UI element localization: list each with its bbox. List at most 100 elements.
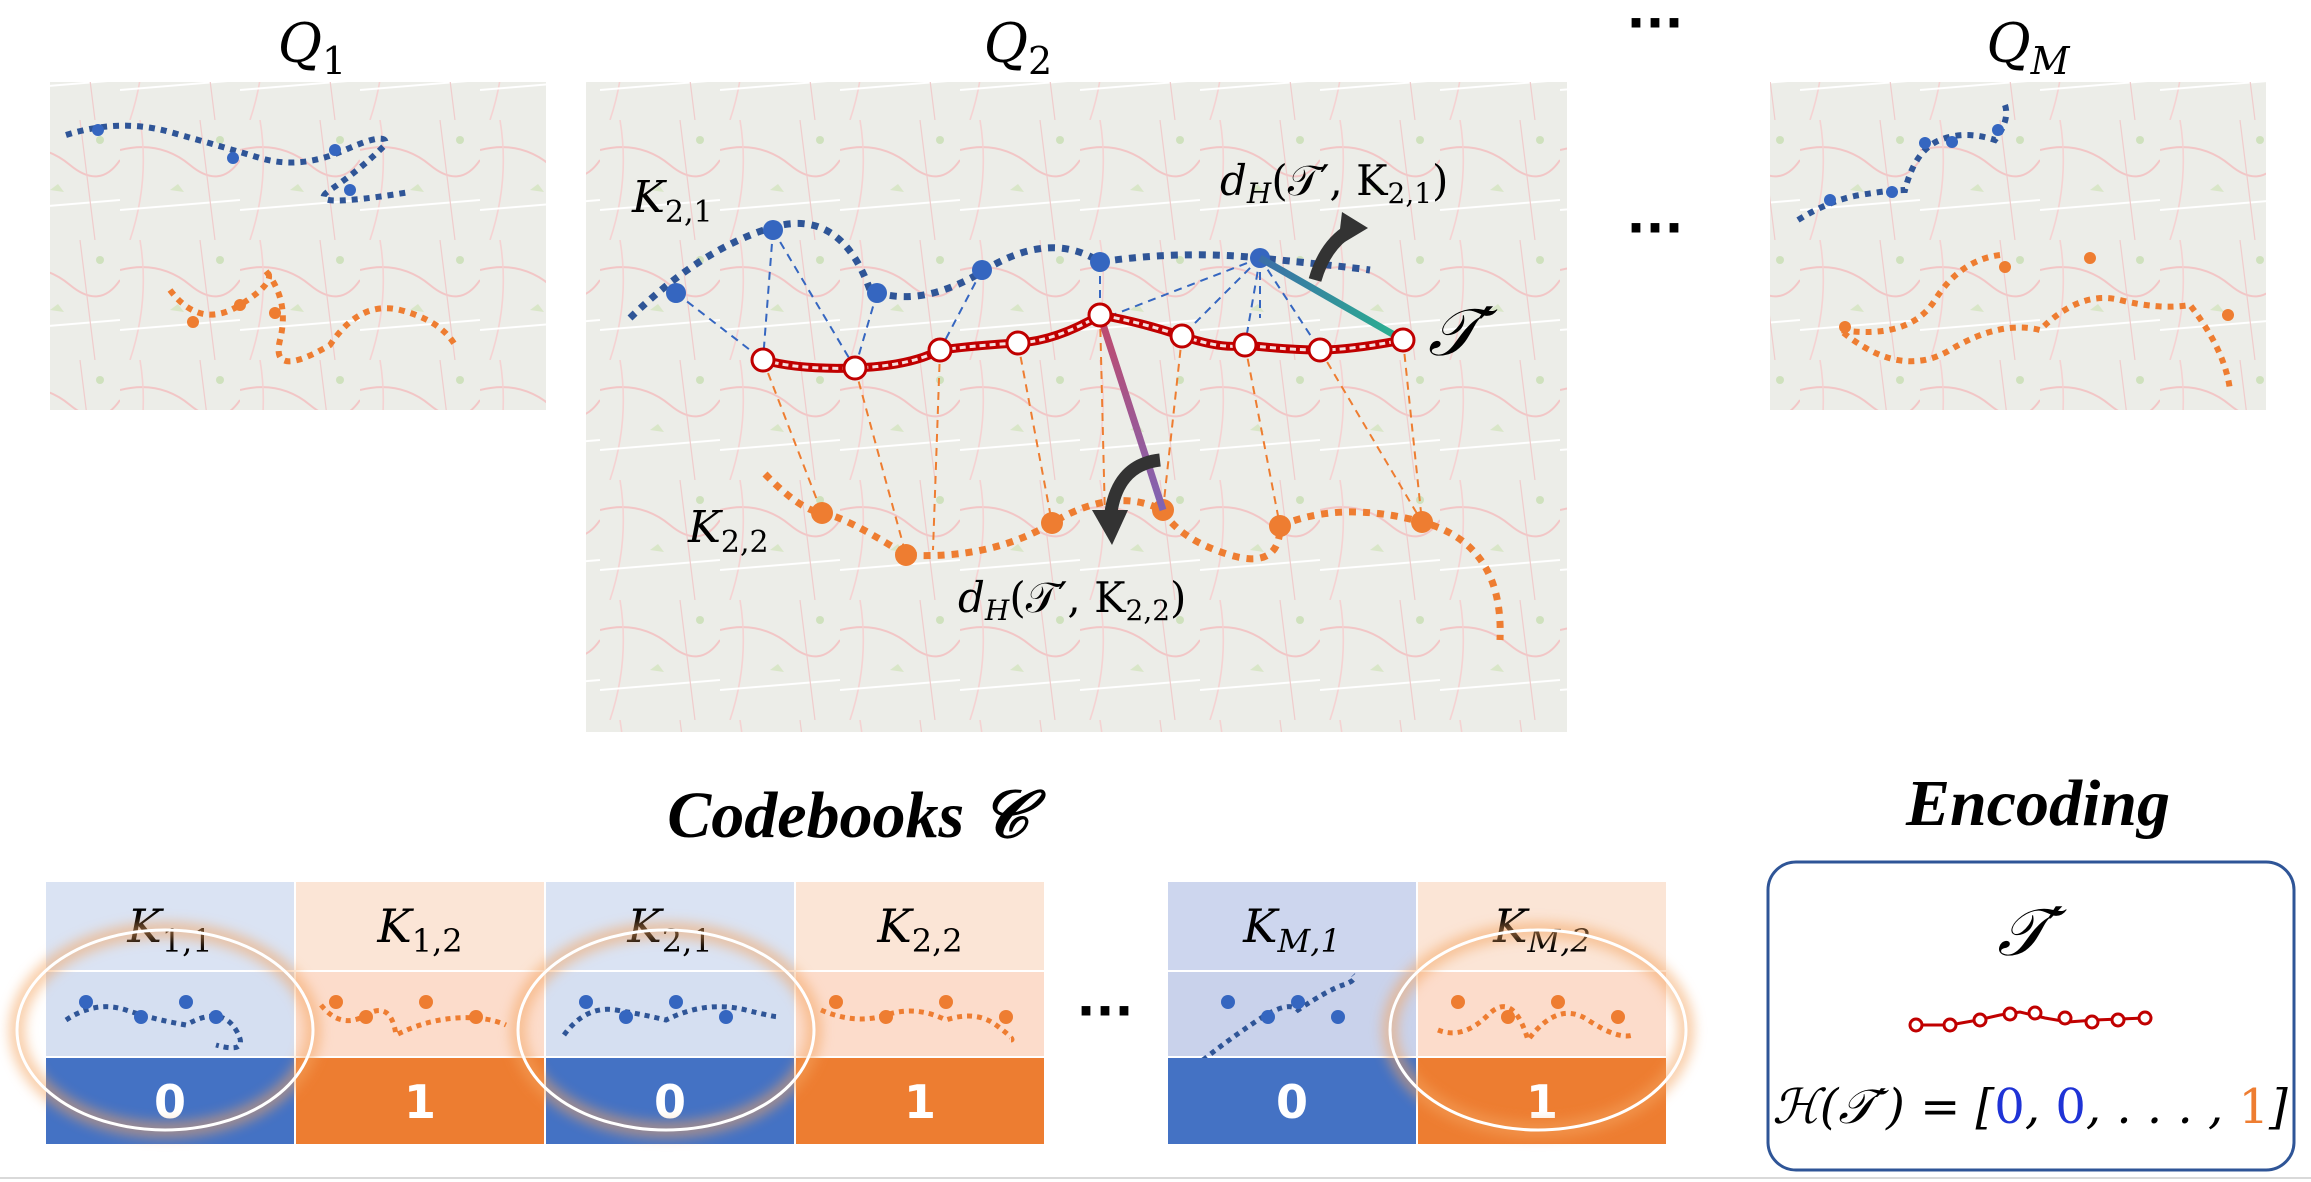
codebooks-title: Codebooks 𝒞	[667, 779, 1047, 852]
query-point	[927, 337, 953, 363]
codebook-mini-point	[939, 995, 953, 1009]
codebook-code-value: 0	[654, 1075, 686, 1129]
label-t-prime: 𝒯′	[1428, 294, 1498, 371]
codebook-mini-point	[879, 1010, 893, 1024]
svg-text:Q1: Q1	[278, 12, 346, 83]
codebook-code-value: 0	[1276, 1075, 1308, 1129]
q2-distance-lines	[1092, 212, 1405, 545]
codebook-mini-point	[329, 995, 343, 1009]
codebook-code-value: 1	[904, 1075, 936, 1129]
codebook-trajectory-cell	[46, 972, 294, 1056]
encoding-t-prime: 𝒯′	[1997, 894, 2067, 971]
ellipsis-mid: ···	[1627, 199, 1684, 257]
query-point	[1307, 337, 1333, 363]
codebook-mini-point	[1501, 1010, 1515, 1024]
svg-text:dH(𝒯′, K2,2): dH(𝒯′, K2,2)	[958, 573, 1186, 627]
codebook-mini-point	[1611, 1010, 1625, 1024]
codebook-mini-point	[419, 995, 433, 1009]
codebook-trajectory-cell	[1168, 972, 1416, 1056]
codebook-mini-point	[179, 995, 193, 1009]
codebook-mini-point	[1451, 995, 1465, 1009]
codebook-label: KM,1	[1242, 899, 1341, 960]
q1-trajectories	[65, 122, 458, 365]
svg-text:ℋ(𝒯′) = [0, 0, . . . , 1]: ℋ(𝒯′) = [0, 0, . . . , 1]	[1772, 1079, 2288, 1135]
k22-point	[1269, 515, 1291, 537]
query-point	[750, 347, 776, 373]
codebook-mini-point	[719, 1010, 733, 1024]
codebook-header-cell	[796, 882, 1044, 970]
codebook-mini-point	[999, 1010, 1013, 1024]
q2-dashed-links	[675, 229, 1423, 556]
k22-point	[1411, 511, 1433, 533]
codebook-mini-point	[209, 1010, 223, 1024]
svg-text:K2,1: K2,1	[631, 172, 713, 230]
k21-point	[867, 283, 887, 303]
codebook-label: K1,2	[376, 899, 462, 960]
codebook-mini-point	[669, 995, 683, 1009]
panel-title-qm: QM	[1986, 12, 2070, 83]
codebook-mini-point	[469, 1010, 483, 1024]
label-distance-k21: dH(𝒯′, K2,1)	[1220, 156, 1448, 210]
query-point	[1390, 327, 1416, 353]
panel-title-q1: Q1	[278, 12, 346, 83]
label-k22: K2,2	[687, 502, 769, 560]
encoding-title: Encoding	[1905, 767, 2170, 840]
codebook-code-value: 0	[154, 1075, 186, 1129]
svg-text:QM: QM	[1986, 12, 2070, 83]
codebook-code-cell	[796, 1058, 1044, 1144]
codebook-code-value: 1	[1526, 1075, 1558, 1129]
codebook-trajectory-cell	[296, 972, 544, 1056]
svg-text:Q2: Q2	[984, 12, 1052, 83]
q2-query-trajectory	[750, 302, 1416, 381]
svg-text:K2,2: K2,2	[687, 502, 769, 560]
codebook-mini-trajectory	[64, 1004, 243, 1051]
query-point	[1232, 332, 1258, 358]
query-point	[1169, 323, 1195, 349]
codebook-mini-trajectory	[820, 1007, 1015, 1043]
q2-trajectory-k21	[627, 219, 1371, 321]
qm-trajectories	[1796, 104, 2234, 391]
k22-point	[1041, 512, 1063, 534]
codebook-mini-point	[359, 1010, 373, 1024]
codebook-mini-point	[1331, 1010, 1345, 1024]
codebook-code-cell	[296, 1058, 544, 1144]
codebook-mini-point	[1291, 995, 1305, 1009]
codebook-mini-point	[619, 1010, 633, 1024]
label-k21: K2,1	[631, 172, 713, 230]
codebook-mini-point	[134, 1010, 148, 1024]
codebook-header-cell	[296, 882, 544, 970]
codebook-mini-point	[1221, 995, 1235, 1009]
codebook-mini-trajectory	[1201, 973, 1357, 1062]
svg-text:dH(𝒯′, K2,1): dH(𝒯′, K2,1)	[1220, 156, 1448, 210]
codebooks-ellipsis: ···	[1077, 982, 1134, 1040]
codebook-mini-point	[1551, 995, 1565, 1009]
k21-point	[972, 260, 992, 280]
codebook-trajectory-cell	[1418, 972, 1666, 1056]
codebook-label: K2,2	[876, 899, 962, 960]
encoding-formula: ℋ(𝒯′) = [0, 0, . . . , 1]	[1772, 1079, 2288, 1135]
k22-point	[811, 502, 833, 524]
k21-point	[666, 283, 686, 303]
codebook-mini-point	[1261, 1010, 1275, 1024]
codebook-code-cell	[1168, 1058, 1416, 1144]
codebook-trajectory-cell	[546, 972, 794, 1056]
panel-title-q2: Q2	[984, 12, 1052, 83]
query-point	[842, 355, 868, 381]
k21-point	[1090, 252, 1110, 272]
query-point	[1087, 302, 1113, 328]
codebook-mini-point	[579, 995, 593, 1009]
encoding-mini-trajectory	[1908, 1005, 2153, 1033]
ellipsis-top: ···	[1627, 0, 1684, 52]
map-q1	[50, 82, 546, 410]
label-distance-k22: dH(𝒯′, K2,2)	[958, 573, 1186, 627]
map-q2	[586, 82, 1567, 732]
selection-highlights	[9, 922, 1694, 1138]
codebook-mini-point	[829, 995, 843, 1009]
codebook-code-value: 1	[404, 1075, 436, 1129]
codebook-mini-point	[79, 995, 93, 1009]
codebook-mini-trajectory	[561, 1004, 781, 1037]
map-qm	[1770, 82, 2266, 410]
k21-point	[763, 220, 783, 240]
